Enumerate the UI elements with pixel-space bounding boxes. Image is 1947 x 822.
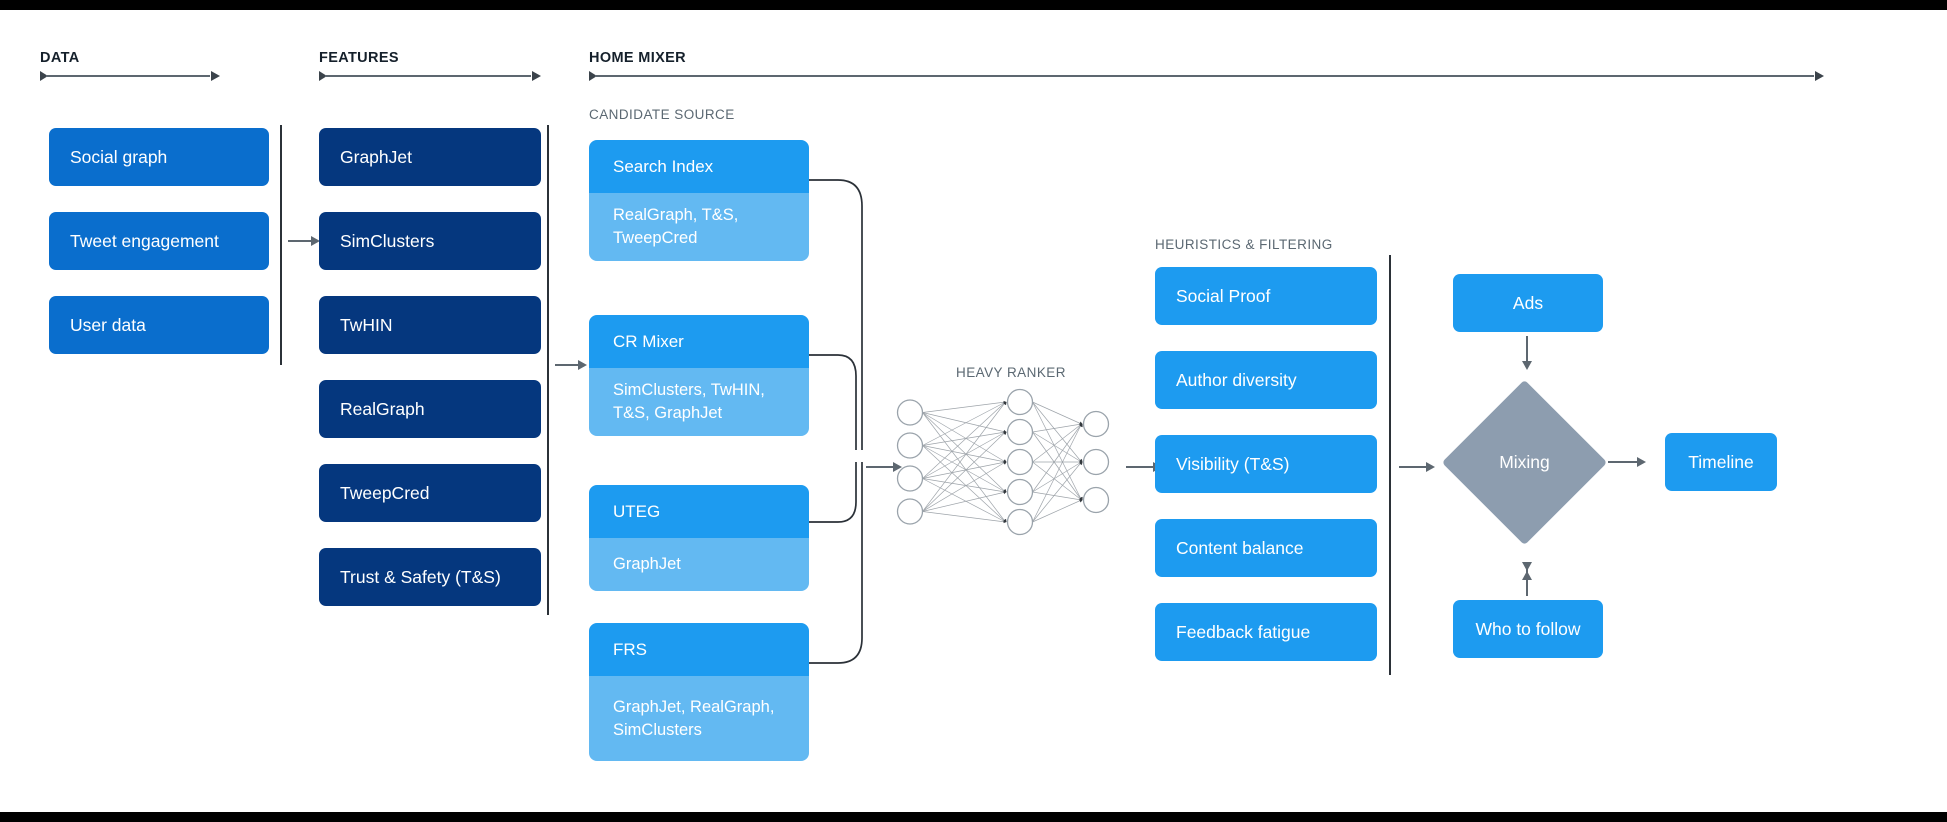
flow-arrow-features-to-mixer — [555, 360, 587, 371]
feature-box-simclusters[interactable]: SimClusters — [319, 212, 541, 270]
data-box-label: User data — [70, 314, 146, 335]
data-box-label: Social graph — [70, 146, 168, 167]
subsection-title-candidate-source: CANDIDATE SOURCE — [589, 107, 735, 122]
feature-box-trust-safety[interactable]: Trust & Safety (T&S) — [319, 548, 541, 606]
heuristic-box-feedback-fatigue[interactable]: Feedback fatigue — [1155, 603, 1377, 661]
output-box-label: Ads — [1512, 292, 1544, 313]
data-box-label: Tweet engagement — [70, 230, 219, 251]
feature-box-label: RealGraph — [340, 398, 425, 419]
flow-arrow-data-to-features — [288, 236, 320, 247]
heavy-ranker-network — [896, 388, 1110, 536]
flow-arrow-mixing-to-timeline — [1608, 457, 1646, 468]
heuristic-box-label: Author diversity — [1176, 369, 1297, 390]
diagram-canvas: DATA FEATURES HOME MIXER CANDIDATE SOURC… — [0, 10, 1947, 812]
candidate-source-name: Search Index — [589, 140, 809, 193]
arrow-right-icon — [532, 71, 541, 81]
arrow-right-icon — [1815, 71, 1824, 81]
candidate-source-name: FRS — [589, 623, 809, 676]
feature-box-label: GraphJet — [340, 146, 412, 167]
section-title-features: FEATURES — [319, 50, 399, 66]
data-box-social-graph[interactable]: Social graph — [49, 128, 269, 186]
feature-box-realgraph[interactable]: RealGraph — [319, 380, 541, 438]
feature-box-label: TwHIN — [340, 314, 393, 335]
heuristic-box-label: Content balance — [1176, 537, 1304, 558]
arrow-right-icon — [893, 462, 902, 472]
candidate-source-name: UTEG — [589, 485, 809, 538]
candidate-source-features: RealGraph, T&S, TweepCred — [589, 193, 809, 261]
mixing-label: Mixing — [1499, 452, 1550, 472]
subsection-title-heavy-ranker: HEAVY RANKER — [956, 365, 1066, 380]
heuristic-box-label: Feedback fatigue — [1176, 621, 1311, 642]
feature-box-label: Trust & Safety (T&S) — [340, 566, 501, 587]
feature-box-graphjet[interactable]: GraphJet — [319, 128, 541, 186]
heuristic-box-author-diversity[interactable]: Author diversity — [1155, 351, 1377, 409]
data-box-tweet-engagement[interactable]: Tweet engagement — [49, 212, 269, 270]
candidate-source-card-uteg[interactable]: UTEG GraphJet — [589, 485, 809, 591]
candidate-source-features: SimClusters, TwHIN, T&S, GraphJet — [589, 368, 809, 436]
arrow-right-icon — [40, 71, 48, 81]
heuristic-box-label: Visibility (T&S) — [1176, 453, 1290, 474]
flow-arrow-ads-to-mixing — [1522, 336, 1533, 370]
axis-line — [595, 75, 1814, 77]
candidate-source-features: GraphJet, RealGraph, SimClusters — [589, 676, 809, 761]
arrow-down-icon — [1522, 361, 1532, 370]
feature-box-label: SimClusters — [340, 230, 435, 251]
arrow-right-icon — [589, 71, 597, 81]
candidate-source-card-search-index[interactable]: Search Index RealGraph, T&S, TweepCred — [589, 140, 809, 261]
data-box-user-data[interactable]: User data — [49, 296, 269, 354]
divider-heuristics-output — [1389, 255, 1391, 675]
heuristic-box-social-proof[interactable]: Social Proof — [1155, 267, 1377, 325]
divider-data-features — [280, 125, 282, 365]
subsection-title-heuristics: HEURISTICS & FILTERING — [1155, 237, 1333, 252]
axis-arrow-features — [319, 70, 541, 82]
heuristic-box-label: Social Proof — [1176, 285, 1271, 306]
candidate-source-features: GraphJet — [589, 538, 809, 591]
flow-arrow-candidates-to-ranker — [866, 462, 902, 473]
arrow-right-icon — [211, 71, 220, 81]
output-box-timeline[interactable]: Timeline — [1665, 433, 1777, 491]
arrow-right-icon — [578, 360, 587, 370]
feature-box-tweepcred[interactable]: TweepCred — [319, 464, 541, 522]
candidate-source-name: CR Mixer — [589, 315, 809, 368]
section-title-home-mixer: HOME MIXER — [589, 50, 686, 66]
arrow-right-icon — [1426, 462, 1435, 472]
candidate-source-card-frs[interactable]: FRS GraphJet, RealGraph, SimClusters — [589, 623, 809, 761]
output-box-ads[interactable]: Ads — [1453, 274, 1603, 332]
feature-box-twhin[interactable]: TwHIN — [319, 296, 541, 354]
output-box-who-to-follow[interactable]: Who to follow — [1453, 600, 1603, 658]
arrow-up-icon — [1522, 562, 1532, 580]
output-box-label: Timeline — [1688, 451, 1754, 472]
candidate-source-card-cr-mixer[interactable]: CR Mixer SimClusters, TwHIN, T&S, GraphJ… — [589, 315, 809, 436]
arrow-right-icon — [1637, 457, 1646, 467]
output-box-label: Who to follow — [1475, 618, 1581, 639]
axis-arrow-home-mixer — [589, 70, 1824, 82]
axis-line — [325, 75, 531, 77]
arrow-right-icon — [319, 71, 327, 81]
section-title-data: DATA — [40, 50, 80, 66]
axis-arrow-data — [40, 70, 220, 82]
feature-box-label: TweepCred — [340, 482, 430, 503]
axis-line — [46, 75, 210, 77]
divider-features-mixer — [547, 125, 549, 615]
heuristic-box-content-balance[interactable]: Content balance — [1155, 519, 1377, 577]
flow-arrow-whotofollow-to-mixing — [1522, 562, 1533, 596]
candidate-source-connectors — [809, 179, 863, 664]
heuristic-box-visibility[interactable]: Visibility (T&S) — [1155, 435, 1377, 493]
flow-arrow-heuristics-to-mixing — [1399, 462, 1435, 473]
arrow-right-icon — [311, 236, 320, 246]
